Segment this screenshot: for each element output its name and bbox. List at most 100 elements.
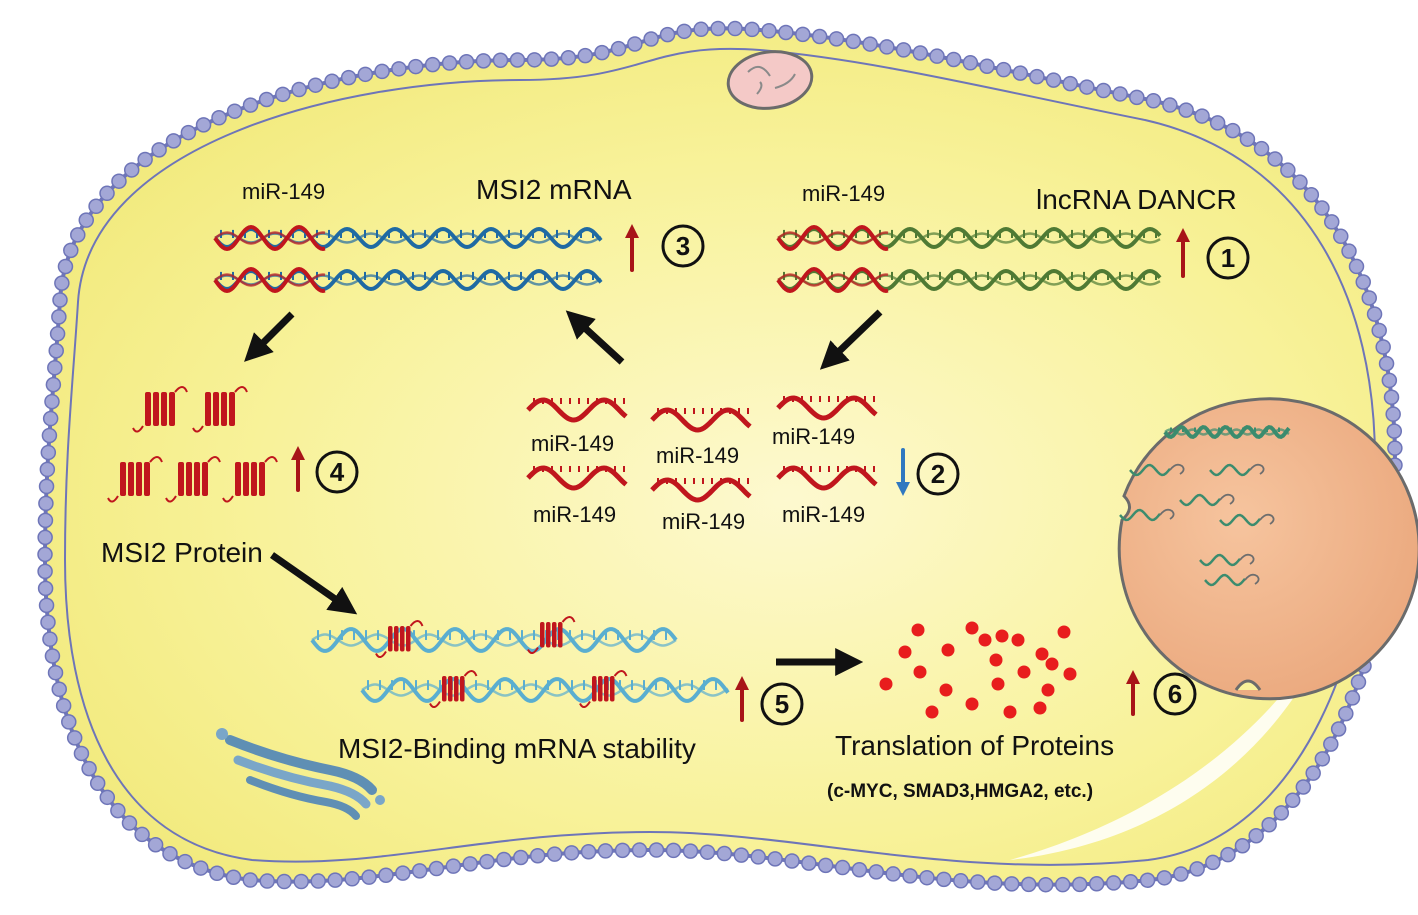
membrane-bead <box>492 52 509 68</box>
cell-inner-membrane <box>63 47 1377 866</box>
membrane-bead <box>1189 861 1205 877</box>
membrane-bead <box>936 871 952 888</box>
svg-text:1: 1 <box>1221 243 1235 273</box>
membrane-bead <box>560 50 577 66</box>
protein-dot <box>911 623 925 637</box>
regulation-arrows <box>291 224 1190 722</box>
membrane-bead <box>1385 406 1401 422</box>
svg-text:2: 2 <box>931 459 945 489</box>
membrane-bead <box>1054 876 1071 893</box>
membrane-bead <box>526 52 543 68</box>
membrane-bead <box>52 292 68 308</box>
membrane-bead <box>665 842 682 859</box>
membrane-bead <box>1129 89 1145 106</box>
protein-dot <box>925 705 939 719</box>
membrane-bead <box>37 512 54 529</box>
protein-dot <box>995 629 1009 643</box>
membrane-bead <box>1037 876 1054 893</box>
arrow-protein-to-stability <box>269 552 358 615</box>
membrane-bead <box>1225 122 1241 139</box>
mirna-label: miR-149 <box>662 509 745 534</box>
membrane-bead <box>509 52 526 68</box>
membrane-bead <box>57 258 74 275</box>
nuclear-mrna <box>1199 553 1255 567</box>
membrane-bead <box>699 844 716 860</box>
membrane-bead <box>1105 875 1122 891</box>
membrane-bead <box>445 858 462 874</box>
membrane-bead <box>73 745 90 762</box>
membrane-bead <box>659 26 676 43</box>
bound-mirna <box>213 224 326 252</box>
membrane-bead <box>259 873 275 889</box>
membrane-bead <box>784 853 800 869</box>
svg-text:5: 5 <box>775 689 789 719</box>
membrane-bead <box>479 853 495 870</box>
membrane-bead <box>276 873 292 890</box>
up-arrow-icon <box>291 446 305 492</box>
nuclear-mrna <box>1209 463 1265 477</box>
membrane-bead <box>1314 751 1331 767</box>
step-2-marker: 2 <box>916 452 960 496</box>
membrane-bead <box>55 697 72 714</box>
membrane-bead <box>195 117 212 133</box>
membrane-bead <box>862 36 878 52</box>
membrane-bead <box>225 869 242 885</box>
membrane-bead <box>327 872 343 888</box>
membrane-bead <box>1261 816 1277 833</box>
up-arrow-icon <box>735 676 749 722</box>
nuclear-mrna <box>1179 493 1235 507</box>
membrane-bead <box>1386 423 1403 439</box>
arrow-mirna-to-mrna <box>565 310 625 365</box>
membrane-bead <box>307 77 324 93</box>
bound-mirna <box>776 224 889 252</box>
membrane-bead <box>643 31 659 47</box>
membrane-bead <box>563 845 580 861</box>
translated-protein-dots <box>879 621 1077 719</box>
membrane-bead <box>1383 389 1400 406</box>
membrane-bead <box>324 73 340 89</box>
membrane-bead <box>912 45 929 61</box>
membrane-bead <box>1273 805 1290 821</box>
down-arrow-icon <box>896 448 910 496</box>
mirna-label: miR-149 <box>656 443 739 468</box>
msi2-protein-icon <box>429 670 478 708</box>
membrane-bead <box>137 151 153 168</box>
membrane-bead <box>211 110 227 126</box>
membrane-bead <box>361 869 377 885</box>
membrane-bead <box>676 23 692 40</box>
membrane-bead <box>1355 274 1371 290</box>
membrane-bead <box>38 495 54 512</box>
membrane-bead <box>610 40 627 57</box>
mirna-label: miR-149 <box>782 502 865 527</box>
mirna-label: miR-149 <box>531 431 614 456</box>
membrane-bead <box>395 865 411 881</box>
up-arrow-icon <box>625 224 639 272</box>
protein-dot <box>1063 667 1077 681</box>
mirna-label: miR-149 <box>533 502 616 527</box>
membrane-bead <box>597 843 614 859</box>
membrane-bead <box>61 714 77 730</box>
membrane-bead <box>543 51 560 67</box>
membrane-bead <box>37 529 53 546</box>
membrane-bead <box>929 48 945 64</box>
membrane-bead <box>44 648 61 664</box>
msi2-protein-icon <box>375 620 424 658</box>
membrane-bead <box>851 861 868 878</box>
membrane-bead <box>750 849 766 865</box>
membrane-bead <box>1145 93 1162 109</box>
membrane-bead <box>1071 876 1088 893</box>
membrane-bead <box>631 842 648 858</box>
protein-dot <box>978 633 992 647</box>
mirna-strand <box>650 477 752 503</box>
membrane-bead <box>40 614 56 631</box>
membrane-bead <box>962 55 979 71</box>
membrane-bead <box>580 843 597 860</box>
membrane-bead <box>1338 705 1354 722</box>
membrane-bead <box>648 842 665 858</box>
membrane-bead <box>147 836 164 853</box>
up-arrow-icon <box>1176 228 1190 278</box>
membrane-bead <box>48 343 64 359</box>
membrane-bead <box>293 873 309 890</box>
membrane-bead <box>1234 838 1251 854</box>
nucleus-dna <box>1119 424 1291 587</box>
